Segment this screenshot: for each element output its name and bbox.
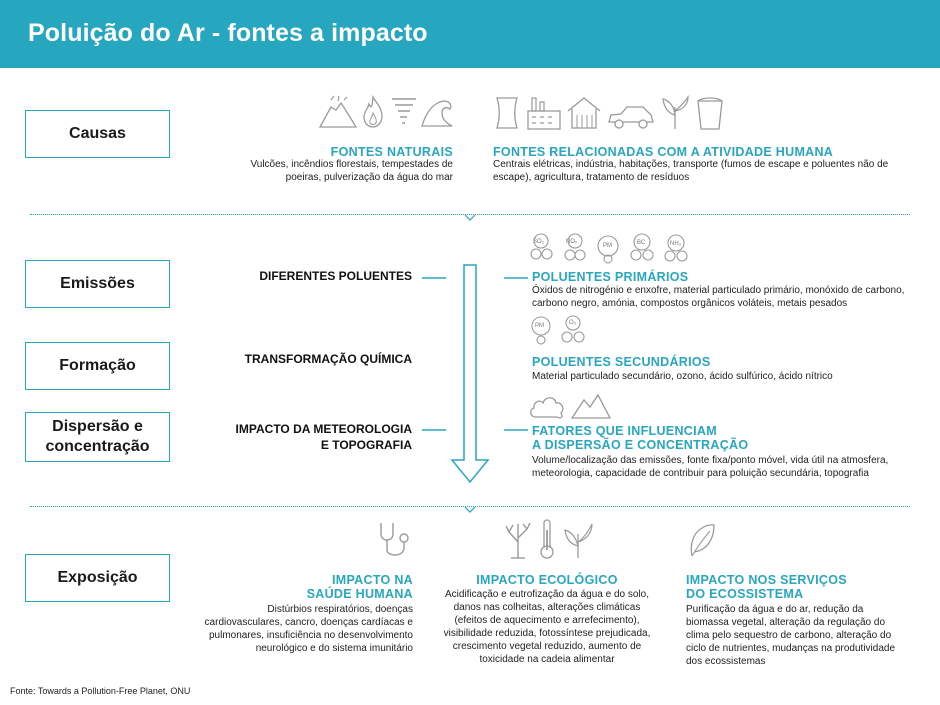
stage-exposicao: Exposição <box>25 554 170 602</box>
process-transformacao: TRANSFORMAÇÃO QUÍMICA <box>244 352 412 366</box>
process-impacto-line1: IMPACTO DA METEOROLOGIA <box>235 422 412 436</box>
divider-notch-icon <box>464 214 476 221</box>
wave-icon <box>421 100 453 127</box>
plant-icon <box>662 95 689 129</box>
health-title-1: IMPACTO NA <box>331 573 413 587</box>
header-bar: Poluição do Ar - fontes a impacto <box>0 0 940 68</box>
ecological-text-6: toxicidade na cadeia alimentar <box>479 654 615 665</box>
car-icon <box>608 106 654 129</box>
stage-label-line2: concentração <box>45 438 150 455</box>
ecosystem-text-3: clima pelo sequestro de carbono, alteraç… <box>686 630 892 641</box>
page-title: Poluição do Ar - fontes a impacto <box>28 19 428 47</box>
ecosystem-title-2: DO ECOSSISTEMA <box>686 587 804 601</box>
ecosystem-text-5: dos ecossistemas <box>686 656 766 667</box>
tornado-icon <box>392 98 416 124</box>
ecological-title: IMPACTO ECOLÓGICO <box>476 573 618 587</box>
ecosystem-text-4: ciclo de nutrientes, mudanças na produti… <box>686 643 896 654</box>
thermometer-icon <box>540 519 554 559</box>
mountain-icon <box>570 393 612 419</box>
ecological-text-3: (efeitos de aquecimento e arrefecimento)… <box>454 615 640 626</box>
process-impacto-line2: E TOPOGRAFIA <box>320 438 412 452</box>
divider-notch-icon <box>464 506 476 513</box>
o3-icon: O₃ <box>569 320 577 326</box>
primary-pollutants-title: POLUENTES PRIMÁRIOS <box>532 270 689 284</box>
stage-label: Formação <box>59 357 136 374</box>
stage-causas: Causas <box>25 110 170 158</box>
human-sources-title: FONTES RELACIONADAS COM A ATIVIDADE HUMA… <box>493 145 834 159</box>
divider-bottom <box>30 506 910 507</box>
leaf-icon <box>690 524 715 557</box>
cooling-tower-icon <box>496 97 518 129</box>
ecosystem-text-1: Purificação da água e do ar, redução da <box>686 604 864 615</box>
stage-formacao: Formação <box>25 342 170 390</box>
factors-text-1: Volume/localização das emissões, fonte f… <box>532 455 889 466</box>
so2-icon: SO₂ <box>533 239 544 245</box>
natural-sources-title: FONTES NATURAIS <box>330 145 453 159</box>
cloud-icon <box>530 397 564 419</box>
human-sources-text-2: escape), agricultura, tratamento de resí… <box>493 172 690 183</box>
stage-label: Exposição <box>57 569 138 586</box>
house-icon <box>567 97 601 129</box>
ecological-text-4: visibilidade reduzida, fotossíntese prej… <box>443 628 651 639</box>
ecological-text-1: Acidificação e eutrofização da água e do… <box>444 589 650 600</box>
ecosystem-title-1: IMPACTO NOS SERVIÇOS <box>686 573 847 587</box>
ecological-text-2: danos nas colheitas, alterações climátic… <box>453 602 641 613</box>
natural-sources-text-1: Vulcões, incêndios florestais, tempestad… <box>250 159 453 170</box>
flow-arrow <box>422 264 528 484</box>
factors-title-1: FATORES QUE INFLUENCIAM <box>532 424 717 438</box>
secondary-pollutants-text: Material particulado secundário, ozono, … <box>532 371 833 382</box>
secondary-pollutant-icons <box>531 315 585 345</box>
health-text-4: neurológico e do sistema imunitário <box>255 643 413 654</box>
ecological-text-5: crescimento vegetal reduzido, aumento de <box>452 641 642 652</box>
stage-label-line1: Dispersão e <box>52 418 143 435</box>
stage-dispersao: Dispersão e concentração <box>25 412 170 462</box>
wilted-plant-icon <box>564 523 593 558</box>
primary-pollutants-text-1: Óxidos de nitrogénio e enxofre, material… <box>532 285 905 296</box>
pm-icon: PM <box>603 243 612 249</box>
factory-icon <box>527 97 561 130</box>
stage-label: Causas <box>69 125 126 142</box>
bc-icon: BC <box>637 240 646 246</box>
process-diferentes: DIFERENTES POLUENTES <box>259 269 412 283</box>
fire-icon <box>363 95 383 128</box>
dead-tree-icon <box>505 522 531 559</box>
factors-title-2: A DISPERSÃO E CONCENTRAÇÃO <box>532 438 749 452</box>
secondary-pollutants-title: POLUENTES SECUNDÁRIOS <box>532 355 711 369</box>
stethoscope-icon <box>380 523 409 556</box>
health-title-2: SAÚDE HUMANA <box>306 587 413 601</box>
nh3-icon: NH₃ <box>670 241 682 247</box>
divider-top <box>30 214 910 215</box>
volcano-icon <box>318 95 358 128</box>
ecosystem-text-2: biomassa vegetal, alteração da regulação… <box>686 617 886 628</box>
primary-pollutants-text-2: carbono negro, amónia, compostos orgânic… <box>532 298 848 309</box>
factors-text-2: meteorologia, capacidade de contribuir p… <box>532 468 869 479</box>
source-footer: Fonte: Towards a Pollution-Free Planet, … <box>10 686 191 696</box>
human-sources-text-1: Centrais elétricas, indústria, habitaçõe… <box>493 159 889 170</box>
stage-label: Emissões <box>60 275 135 292</box>
natural-sources-text-2: poeiras, pulverização da água do mar <box>285 172 453 183</box>
waste-bin-icon <box>697 97 723 130</box>
nox-icon: NOₓ <box>566 239 577 245</box>
pm-secondary-icon: PM <box>535 323 544 329</box>
stage-emissoes: Emissões <box>25 260 170 308</box>
health-text-1: Distúrbios respiratórios, doenças <box>267 604 413 615</box>
primary-pollutant-icons <box>530 233 688 264</box>
health-text-3: pulmonares, insuficiência no desenvolvim… <box>208 630 413 641</box>
health-text-2: cardiovasculares, cancro, doenças cardía… <box>204 617 413 628</box>
